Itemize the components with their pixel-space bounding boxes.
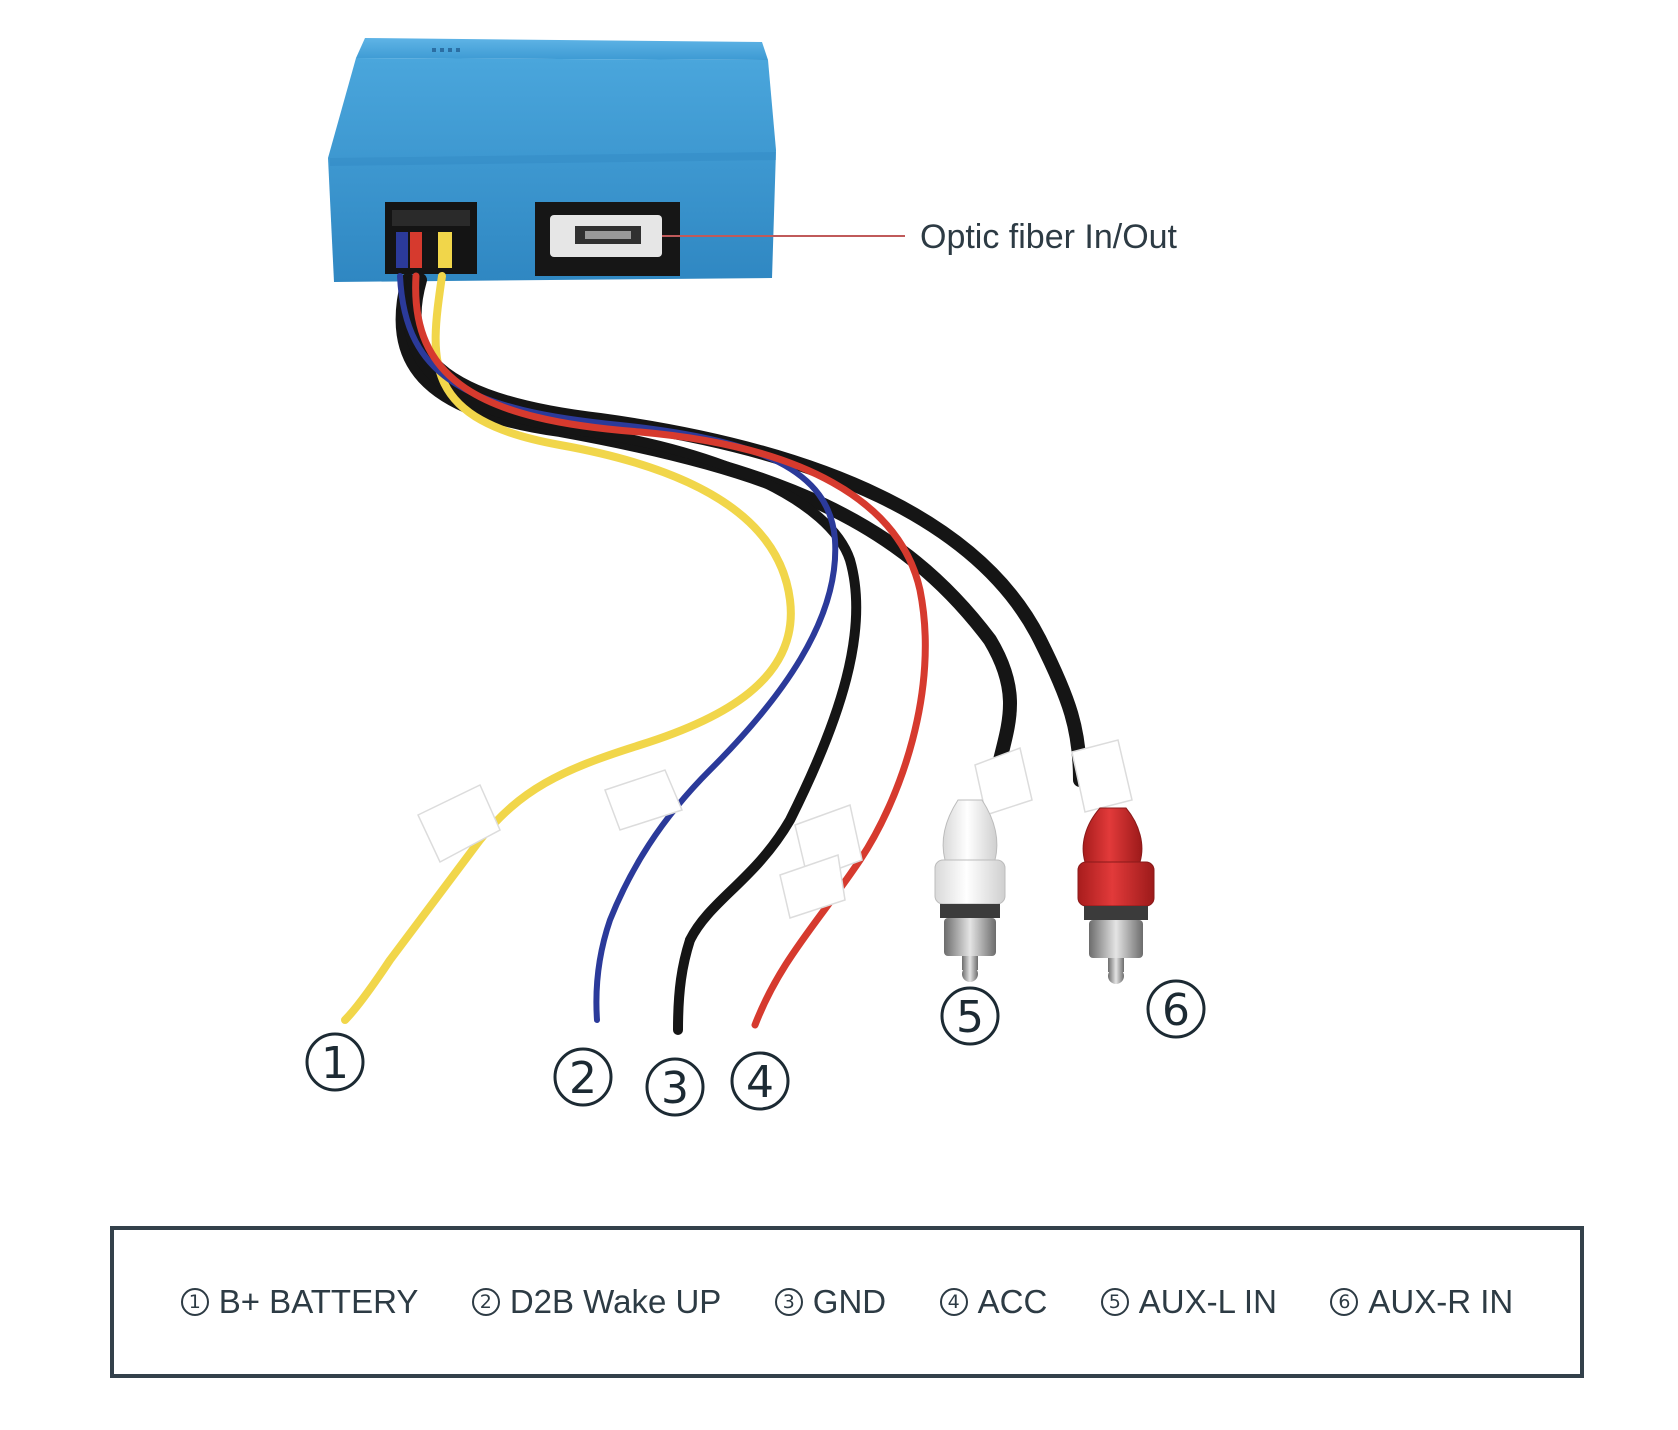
legend-label: AUX-L IN [1138,1283,1277,1320]
rca-red-body [1077,861,1155,907]
tag-aux-r [1071,739,1133,813]
rca-white-tip [962,966,978,982]
rca-white-body [934,859,1006,905]
module-top-face [356,38,768,60]
legend-label: AUX-R IN [1368,1283,1514,1320]
number-markers: 1 2 3 4 5 6 [305,979,1206,1117]
wires [341,272,929,1035]
svg-text:2: 2 [569,1053,597,1104]
led-dots [432,48,460,52]
marker-6: 6 [1146,979,1206,1039]
wire-black-gnd-tip [673,935,695,1035]
marker-1: 1 [305,1032,365,1092]
harness-connector [385,202,477,274]
legend-num: 1 [180,1288,209,1316]
legend-item-gnd: 3 GND [774,1283,887,1321]
tag-blue [604,769,684,831]
wire-tags [417,739,1133,919]
legend-item-b-battery: 1 B+ BATTERY [180,1283,419,1321]
rca-aux-l [934,799,1006,982]
converter-module [328,38,776,282]
callout-label: Optic fiber In/Out [920,218,1178,256]
legend-item-acc: 4 ACC [939,1283,1048,1321]
legend-label: D2B Wake UP [509,1283,722,1320]
rca-red-tip [1108,968,1124,984]
svg-text:1: 1 [321,1038,349,1089]
rca-aux-r [1077,807,1155,984]
marker-2: 2 [553,1047,613,1107]
legend-num: 6 [1330,1288,1359,1316]
rca-white-sleeve [944,918,996,956]
marker-5: 5 [940,986,1000,1046]
legend-num: 5 [1100,1288,1129,1316]
rca-red-boot [1082,807,1143,863]
tag-aux-l [974,746,1033,816]
wire-yellow-b-battery [341,272,795,1024]
optic-fiber-callout: Optic fiber In/Out [662,218,1178,256]
optic-fiber-port [535,202,680,276]
legend-label: ACC [977,1283,1048,1320]
svg-text:6: 6 [1162,985,1190,1036]
legend-item-d2b-wake-up: 2 D2B Wake UP [471,1283,722,1321]
legend-label: B+ BATTERY [218,1283,419,1320]
black-cable-aux-r [407,273,1087,787]
svg-text:5: 5 [956,992,984,1043]
tag-yellow [417,783,501,864]
legend-item-aux-l-in: 5 AUX-L IN [1100,1283,1277,1321]
svg-text:3: 3 [661,1063,689,1114]
wire-black-gnd [403,275,862,945]
rca-red-sleeve [1089,920,1143,958]
svg-text:4: 4 [746,1057,774,1108]
legend-num: 3 [774,1288,803,1316]
legend-item-aux-r-in: 6 AUX-R IN [1330,1283,1513,1321]
pin-legend: 1 B+ BATTERY 2 D2B Wake UP 3 GND 4 ACC 5… [110,1226,1584,1378]
legend-num: 4 [939,1288,968,1316]
legend-num: 2 [471,1288,500,1316]
tag-red [794,804,863,881]
tag-black [779,853,846,919]
marker-4: 4 [730,1051,790,1111]
legend-label: GND [812,1283,887,1320]
marker-3: 3 [645,1057,705,1117]
